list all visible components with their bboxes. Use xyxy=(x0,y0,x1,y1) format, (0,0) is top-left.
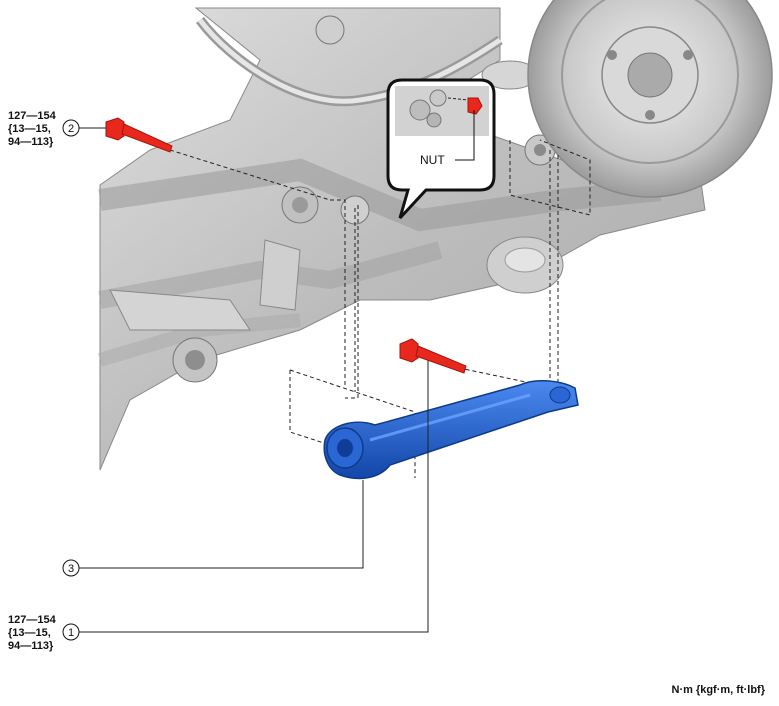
brake-disc xyxy=(527,0,773,198)
nut-callout-bubble: NUT xyxy=(386,78,496,220)
lateral-link xyxy=(323,380,579,480)
torque-spec-bolt-2: 127—154 {13—15, 94—113} xyxy=(8,110,56,149)
callout-2: 2 xyxy=(62,119,80,137)
nut-icon xyxy=(467,97,483,115)
torque-spec-bolt-1: 127—154 {13—15, 94—113} xyxy=(8,614,56,653)
torque-nm: 127—154 xyxy=(8,614,56,626)
subframe xyxy=(97,7,706,471)
callout-3: 3 xyxy=(62,559,80,577)
torque-kgfm: {13—15, xyxy=(8,627,51,639)
torque-ftlbf: 94—113} xyxy=(8,640,54,652)
torque-ftlbf: 94—113} xyxy=(8,136,54,148)
callout-1: 1 xyxy=(62,623,80,641)
torque-kgfm: {13—15, xyxy=(8,123,51,135)
bolt-2-icon xyxy=(105,117,173,153)
units-legend: N·m {kgf·m, ft·lbf} xyxy=(671,684,766,696)
leader-lines xyxy=(79,127,429,633)
svg-text:1: 1 xyxy=(68,627,74,639)
svg-text:2: 2 xyxy=(68,123,74,135)
bolt-1-icon xyxy=(399,338,467,374)
svg-text:3: 3 xyxy=(68,563,74,575)
nut-label: NUT xyxy=(420,153,445,167)
torque-nm: 127—154 xyxy=(8,110,56,122)
